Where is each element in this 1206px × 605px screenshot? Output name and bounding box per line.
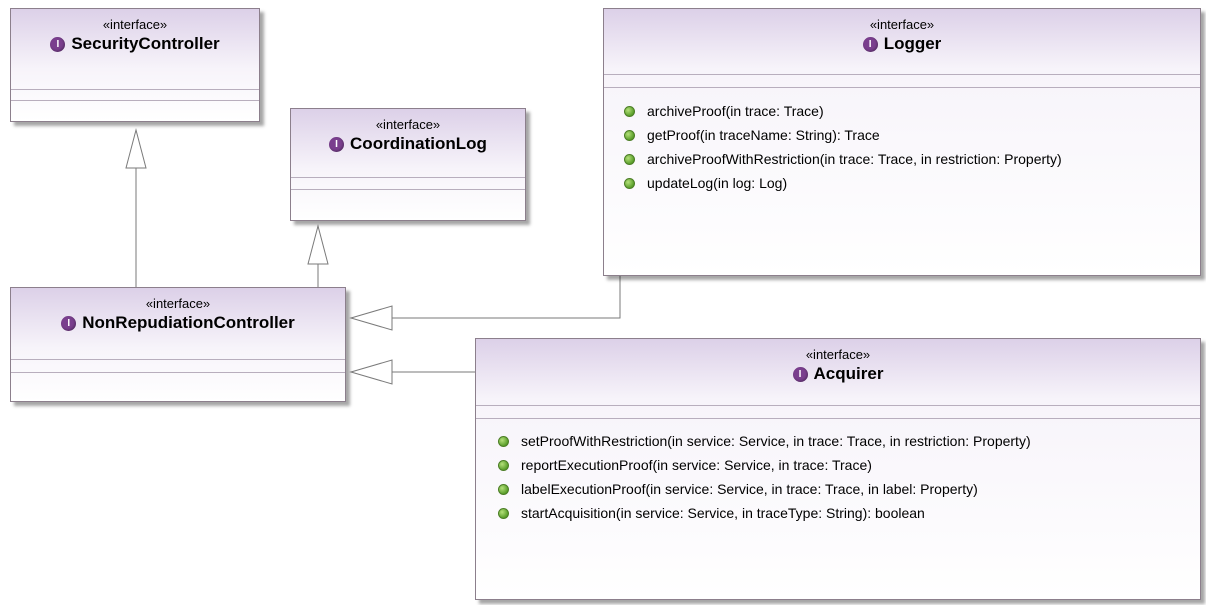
operation-signature: reportExecutionProof(in service: Service…	[521, 457, 872, 473]
interface-icon: I	[792, 366, 808, 382]
public-operation-icon	[498, 459, 509, 471]
interface-name: Acquirer	[813, 364, 884, 383]
arrowhead-from-logger	[349, 305, 393, 331]
public-operation-icon	[498, 507, 509, 519]
operation-signature: getProof(in traceName: String): Trace	[647, 127, 880, 143]
operation-row[interactable]: updateLog(in log: Log)	[624, 171, 1200, 195]
attributes-separator	[476, 405, 1200, 406]
stereotype-label: «interface»	[805, 347, 871, 362]
stereotype-label: «interface»	[375, 117, 441, 132]
interface-acquirer[interactable]: «interface» I Acquirer setProofWithRestr…	[475, 338, 1201, 600]
operation-row[interactable]: startAcquisition(in service: Service, in…	[498, 501, 1200, 525]
arrowhead-from-acquirer	[349, 359, 393, 385]
class-header: «interface» I NonRepudiationController	[11, 288, 345, 333]
operation-row[interactable]: labelExecutionProof(in service: Service,…	[498, 477, 1200, 501]
public-operation-icon	[498, 483, 509, 495]
interface-non-repudiation-controller[interactable]: «interface» I NonRepudiationController	[10, 287, 346, 402]
operation-signature: archiveProofWithRestriction(in trace: Tr…	[647, 151, 1062, 167]
operation-row[interactable]: setProofWithRestriction(in service: Serv…	[498, 429, 1200, 453]
interface-security-controller[interactable]: «interface» I SecurityController	[10, 8, 260, 122]
interface-logger[interactable]: «interface» I Logger archiveProof(in tra…	[603, 8, 1201, 276]
attributes-separator	[604, 74, 1200, 75]
operations-compartment: setProofWithRestriction(in service: Serv…	[476, 429, 1200, 525]
operation-signature: startAcquisition(in service: Service, in…	[521, 505, 925, 521]
operations-separator	[11, 100, 259, 101]
interface-name: SecurityController	[71, 34, 220, 53]
operation-signature: labelExecutionProof(in service: Service,…	[521, 481, 978, 497]
class-header: «interface» I Logger	[604, 9, 1200, 54]
public-operation-icon	[624, 129, 635, 141]
operation-row[interactable]: getProof(in traceName: String): Trace	[624, 123, 1200, 147]
public-operation-icon	[498, 435, 509, 447]
interface-icon: I	[862, 36, 878, 52]
operations-separator	[11, 372, 345, 373]
operation-row[interactable]: archiveProof(in trace: Trace)	[624, 99, 1200, 123]
interface-name: Logger	[883, 34, 942, 53]
public-operation-icon	[624, 177, 635, 189]
interface-coordination-log[interactable]: «interface» I CoordinationLog	[290, 108, 526, 221]
operation-row[interactable]: archiveProofWithRestriction(in trace: Tr…	[624, 147, 1200, 171]
interface-icon: I	[50, 36, 66, 52]
class-header: «interface» I CoordinationLog	[291, 109, 525, 154]
operation-row[interactable]: reportExecutionProof(in service: Service…	[498, 453, 1200, 477]
operations-separator	[604, 87, 1200, 88]
class-header: «interface» I Acquirer	[476, 339, 1200, 384]
interface-icon: I	[61, 315, 77, 331]
class-header: «interface» I SecurityController	[11, 9, 259, 54]
interface-name: NonRepudiationController	[82, 313, 295, 332]
operations-compartment: archiveProof(in trace: Trace) getProof(i…	[604, 99, 1200, 195]
interface-name: CoordinationLog	[350, 134, 487, 153]
operation-signature: updateLog(in log: Log)	[647, 175, 788, 191]
arrowhead-coordination	[307, 224, 329, 265]
operations-separator	[291, 189, 525, 190]
attributes-separator	[11, 359, 345, 360]
stereotype-label: «interface»	[145, 296, 211, 311]
stereotype-label: «interface»	[102, 17, 168, 32]
operation-signature: setProofWithRestriction(in service: Serv…	[521, 433, 1031, 449]
attributes-separator	[291, 177, 525, 178]
operation-signature: archiveProof(in trace: Trace)	[647, 103, 824, 119]
operations-separator	[476, 418, 1200, 419]
attributes-separator	[11, 89, 259, 90]
arrowhead-security	[125, 128, 147, 169]
stereotype-label: «interface»	[869, 17, 935, 32]
interface-icon: I	[329, 136, 345, 152]
public-operation-icon	[624, 105, 635, 117]
public-operation-icon	[624, 153, 635, 165]
edge-logger-to-nonrepudiation	[392, 276, 621, 319]
